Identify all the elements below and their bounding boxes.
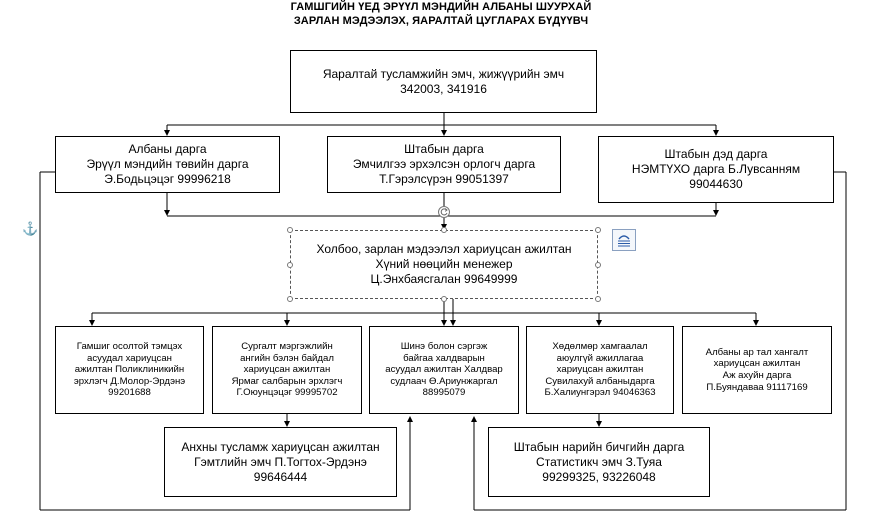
- box-line: Анхны тусламж хариуцсан ажилтан: [181, 439, 380, 454]
- resize-handle-bottom-right[interactable]: [595, 296, 601, 302]
- box-line: байгаа халдварын: [403, 352, 485, 364]
- box-line: Холбоо, зарлан мэдээлэл хариуцсан ажилта…: [316, 242, 572, 256]
- box-safety-officer: Хөдөлмөр хамгаалал аюулгүй ажиллагаа хар…: [526, 326, 674, 414]
- box-line: Эмчилгээ эрхэлсэн орлогч дарга: [352, 157, 536, 171]
- box-line: Штабын нарийн бичгийн дарга: [513, 439, 685, 454]
- box-staff-head: Штабын дарга Эмчилгээ эрхэлсэн орлогч да…: [327, 136, 561, 193]
- resize-handle-bottom[interactable]: [441, 296, 447, 302]
- resize-handle-right[interactable]: [595, 262, 601, 268]
- box-line: 99299325, 93226048: [542, 469, 656, 484]
- box-line: Б.Халиунгэрэл 94046363: [544, 387, 656, 399]
- box-disaster-officer: Гамшиг осолтой тэмцэх асуудал хариуцсан …: [55, 326, 204, 414]
- box-line: Гэмтлийн эмч П.Тогтох-Эрдэнэ: [194, 454, 367, 469]
- box-line: П.Буяндаваа 91117169: [706, 381, 808, 393]
- box-line: Аж ахуйн дарга: [722, 370, 792, 381]
- box-line: ангийн бэлэн байдал: [240, 352, 334, 364]
- diagram-title-line2: ЗАРЛАН МЭДЭЭЛЭХ, ЯАРАЛТАЙ ЦУГЛАРАХ БҮДҮҮ…: [293, 15, 589, 27]
- resize-handle-bottom-left[interactable]: [287, 296, 293, 302]
- box-line: Сургалт мэргэжлийн: [241, 341, 333, 353]
- box-line: Хүний нөөцийн менежер: [375, 257, 513, 271]
- box-line: асуудал хариуцсан: [87, 352, 172, 364]
- rotate-handle-icon[interactable]: [438, 206, 450, 218]
- box-line: Албаны дарга: [128, 142, 207, 156]
- box-line: 99646444: [253, 469, 308, 484]
- box-line: Хөдөлмөр хамгаалал: [552, 341, 648, 353]
- box-line: ажилтан Поликлиникийн: [74, 364, 185, 376]
- box-line: Э.Бодьцэцэг 99996218: [104, 172, 231, 186]
- box-line: Сувилахуй албаныдарга: [545, 375, 655, 387]
- box-line: НЭМТҮХО дарга Б.Лувсанням: [631, 162, 801, 176]
- resize-handle-top-right[interactable]: [595, 227, 601, 233]
- box-line: Эрүүл мэндийн төвийн дарга: [86, 157, 249, 171]
- box-line: Ярмаг салбарын эрхлэгч: [231, 375, 343, 387]
- box-line: 99044630: [689, 177, 743, 191]
- box-line: эрхлэгч Д.Молор-Эрдэнэ: [73, 375, 186, 387]
- box-staff-secretary: Штабын нарийн бичгийн дарга Статистикч э…: [488, 427, 710, 497]
- box-line: Яаралтай тусламжийн эмч, жижүүрийн эмч: [322, 66, 565, 81]
- box-line: 342003, 341916: [400, 81, 487, 96]
- box-line: хариуцсан ажилтан: [713, 358, 801, 370]
- box-communications-officer[interactable]: Холбоо, зарлан мэдээлэл хариуцсан ажилта…: [290, 230, 598, 299]
- box-infection-officer: Шинэ болон сэргэж байгаа халдварын асууд…: [369, 326, 519, 414]
- box-line: Т.Гэрэлсүрэн 99051397: [379, 172, 509, 186]
- box-service-head: Албаны дарга Эрүүл мэндийн төвийн дарга …: [55, 136, 280, 193]
- box-emergency-doctor: Яаралтай тусламжийн эмч, жижүүрийн эмч 3…: [290, 50, 597, 113]
- box-training-officer: Сургалт мэргэжлийн ангийн бэлэн байдал х…: [212, 326, 362, 414]
- box-line: Албаны ар тал хангалт: [705, 346, 809, 358]
- box-staff-deputy: Штабын дэд дарга НЭМТҮХО дарга Б.Лувсанн…: [598, 136, 834, 203]
- box-logistics-officer: Албаны ар тал хангалт хариуцсан ажилтан …: [682, 326, 832, 414]
- box-line: Статистикч эмч З.Туяа: [536, 454, 662, 469]
- box-line: Штабын дэд дарга: [664, 147, 768, 161]
- box-line: аюулгүй ажиллагаа: [556, 352, 644, 364]
- box-line: хариуцсан ажилтан: [243, 364, 331, 376]
- box-line: асуудал ажилтан Халдвар: [385, 364, 503, 376]
- resize-handle-left[interactable]: [287, 262, 293, 268]
- resize-handle-top[interactable]: [441, 227, 447, 233]
- box-line: Г.Оюунцэцэг 99995702: [236, 387, 338, 399]
- box-line: Штабын дарга: [404, 142, 484, 156]
- box-line: Ц.Энхбаясгалан 99649999: [370, 272, 518, 286]
- box-line: Гамшиг осолтой тэмцэх: [76, 341, 183, 353]
- diagram-title-line1: ГАМШГИЙН ҮЕД ЭРҮҮЛ МЭНДИЙН АЛБАНЫ ШУУРХА…: [290, 1, 592, 13]
- box-line: 99201688: [108, 387, 151, 399]
- box-line: судлаач Ө.Ариунжаргал: [390, 375, 498, 387]
- box-first-aid-officer: Анхны тусламж хариуцсан ажилтан Гэмтлийн…: [164, 427, 397, 497]
- anchor-icon[interactable]: ⚓: [22, 221, 39, 236]
- box-line: 88995079: [422, 387, 466, 399]
- resize-handle-top-left[interactable]: [287, 227, 293, 233]
- box-line: Шинэ болон сэргэж: [400, 341, 488, 353]
- box-line: хариуцсан ажилтан: [556, 364, 644, 376]
- layout-options-icon[interactable]: [612, 229, 636, 251]
